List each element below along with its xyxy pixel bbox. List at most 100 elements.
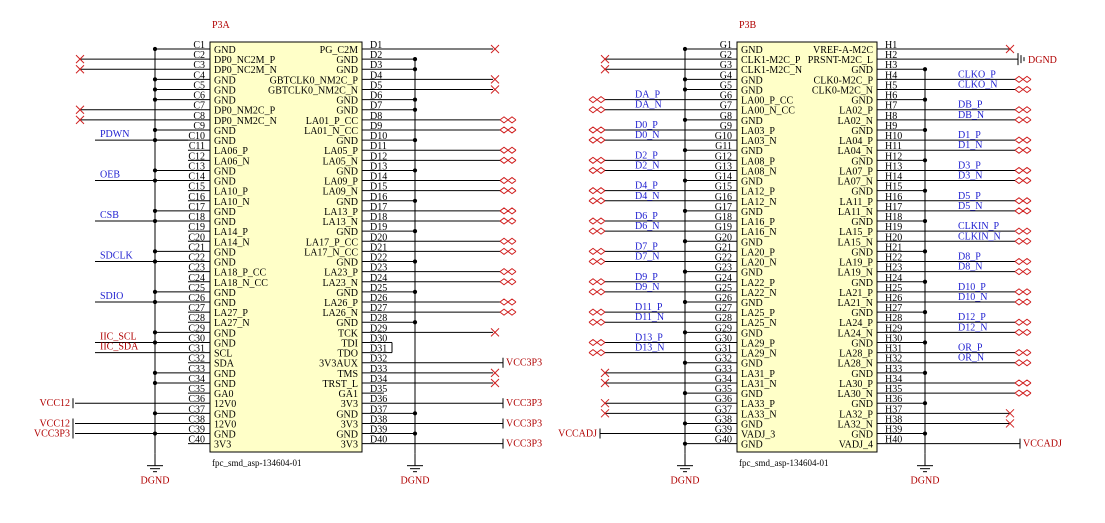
pin-number: G34 [715, 374, 732, 385]
net-label: D4_P [635, 181, 658, 192]
pin-number: H37 [885, 404, 902, 415]
offsheet-connector-icon [588, 106, 606, 114]
offsheet-connector-icon [1014, 268, 1032, 276]
pin-number: H40 [885, 435, 902, 446]
pin-name: LA06_N [214, 156, 250, 167]
pin-number: C22 [188, 253, 205, 264]
offsheet-connector-icon [499, 247, 517, 256]
pin-number: H29 [885, 323, 902, 334]
pin-name: GND [214, 379, 236, 390]
pin-number: H11 [885, 141, 902, 152]
net-label: SDIO [100, 291, 123, 302]
pin-number: G11 [715, 141, 732, 152]
net-label: CLKIN_N [958, 231, 1001, 242]
pin-number: G19 [715, 222, 732, 233]
offsheet-connector-icon [499, 156, 517, 164]
pin-name: GND [741, 328, 763, 339]
offsheet-connector-icon [588, 338, 606, 347]
pin-name: GND [741, 237, 763, 248]
offsheet-connector-icon [1014, 106, 1032, 114]
pin-number: C17 [188, 202, 205, 213]
pin-number: C20 [188, 232, 205, 243]
net-label: D0_P [635, 120, 658, 131]
pin-number: C38 [188, 414, 205, 425]
no-connect-icon [75, 105, 85, 115]
pin-name: GND [741, 440, 763, 451]
offsheet-connector-icon [1014, 136, 1032, 144]
pin-number: G35 [715, 384, 732, 395]
net-label: D4_N [635, 191, 659, 202]
pin-number: H31 [885, 344, 902, 355]
net-label: OR_N [958, 353, 984, 364]
net-label: CLKO_N [958, 79, 997, 90]
pin-number: G33 [715, 364, 732, 375]
offsheet-connector-icon [499, 268, 517, 276]
pin-number: H35 [885, 384, 902, 395]
net-label: SDCLK [100, 251, 134, 262]
pin-name: GND [214, 45, 236, 56]
pin-name: LA27_N [214, 318, 250, 329]
pin-name: SCL [214, 349, 232, 360]
pin-number: G1 [720, 40, 732, 51]
pin-name: 3V3 [341, 399, 358, 410]
pin-name: LA13_P [324, 207, 358, 218]
footprint-label: fpc_smd_asp-134604-01 [739, 458, 829, 468]
pin-name: GND [214, 75, 236, 86]
pin-name: LA09_P [324, 177, 358, 188]
pin-number: D27 [370, 303, 387, 314]
pin-name: GND [741, 116, 763, 127]
pin-name: 3V3 [341, 419, 358, 430]
net-label: DB_P [958, 100, 983, 111]
pin-name: LA15_P [839, 227, 873, 238]
pin-name: GND [851, 430, 873, 441]
net-label: IIC_SDA [100, 342, 139, 353]
offsheet-connector-icon [499, 126, 517, 134]
pin-number: H26 [885, 293, 902, 304]
pin-number: G22 [715, 253, 732, 264]
pin-name: LA19_P [839, 258, 873, 269]
pin-name: GND [851, 399, 873, 410]
offsheet-connector-icon [499, 217, 517, 225]
pin-number: D24 [370, 273, 387, 284]
pin-name: GND [214, 136, 236, 147]
pin-name: VREF-A-M2C [813, 45, 873, 56]
pin-name: GND [214, 369, 236, 380]
pin-name: LA29_N [741, 349, 777, 360]
pin-number: D15 [370, 182, 387, 193]
offsheet-connector-icon [499, 146, 517, 154]
pin-number: D2 [370, 50, 382, 61]
pin-name: GND [214, 430, 236, 441]
designator-label: P3A [212, 20, 231, 31]
pin-number: D26 [370, 293, 387, 304]
pin-number: C34 [188, 374, 205, 385]
net-label: D12_N [958, 322, 987, 333]
offsheet-connector-icon [588, 247, 606, 256]
pin-number: H25 [885, 283, 902, 294]
no-connect-icon [600, 64, 610, 74]
power-net-label: VCC3P3 [506, 398, 542, 409]
pin-name: LA07_P [839, 166, 873, 177]
pin-name: LA30_P [839, 379, 873, 390]
pin-name: LA27_P [214, 308, 248, 319]
no-connect-icon [490, 44, 500, 54]
offsheet-connector-icon [1014, 146, 1032, 154]
offsheet-connector-icon [1014, 268, 1032, 276]
offsheet-connector-icon [588, 197, 606, 205]
pin-name: LA23_N [322, 278, 358, 289]
no-connect-icon [600, 398, 610, 408]
pin-name: LA24_N [837, 328, 873, 339]
no-connect-icon [75, 115, 85, 125]
pin-name: GND [336, 65, 358, 76]
pin-number: G12 [715, 151, 732, 162]
offsheet-connector-icon [1014, 328, 1032, 336]
no-connect-icon [600, 54, 610, 64]
pin-number: C4 [193, 70, 205, 81]
pin-number: D33 [370, 364, 387, 375]
offsheet-connector-icon [1014, 166, 1032, 175]
offsheet-connector-icon [588, 187, 606, 195]
power-net-label: VCC12 [39, 398, 70, 409]
pin-number: D39 [370, 425, 387, 436]
net-label: D12_P [958, 312, 986, 323]
pin-number: D31 [370, 344, 387, 355]
offsheet-connector-icon [588, 227, 606, 235]
